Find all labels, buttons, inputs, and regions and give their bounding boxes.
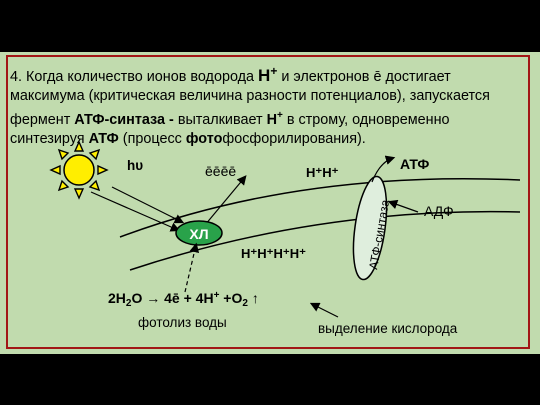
photolysis-label: фотолиз воды	[138, 315, 227, 330]
oxygen-label: выделение кислорода	[318, 321, 458, 336]
atp-label: АТФ	[400, 156, 429, 172]
water-equation: 2H2O → 4ē + 4H+ +O2 ↑	[108, 290, 259, 309]
photosynthesis-diagram: hυ ēēēē ХЛ Н⁺Н⁺ Н⁺Н⁺Н⁺Н⁺ АТФ-синтаза АТФ…	[49, 140, 521, 336]
adp-label: АДФ	[424, 203, 454, 219]
description-paragraph: 4. Когда количество ионов водорода Н+ и …	[10, 64, 490, 147]
atp-synthase	[352, 175, 388, 281]
hv-label: hυ	[127, 158, 143, 173]
electron-flow-arrow	[204, 175, 247, 226]
slide-frame	[6, 55, 530, 349]
light-arrow-2	[111, 186, 185, 224]
thylakoid-membrane-inner	[129, 210, 521, 271]
light-arrow-1	[90, 191, 181, 232]
thylakoid-membrane-outer	[119, 177, 521, 238]
atp-arrow	[371, 155, 396, 183]
electrons-label: ēēēē	[205, 163, 236, 179]
chlorophyll-label: ХЛ	[189, 226, 208, 242]
h-stroma-label: Н⁺Н⁺	[306, 165, 339, 180]
water-to-chl-arrow	[184, 242, 200, 293]
oxygen-arrow	[309, 302, 339, 318]
sun-icon	[49, 140, 109, 200]
adp-arrow	[387, 199, 419, 213]
slide: 4. Когда количество ионов водорода Н+ и …	[0, 52, 540, 354]
h-lumen-label: Н⁺Н⁺Н⁺Н⁺	[241, 246, 306, 261]
